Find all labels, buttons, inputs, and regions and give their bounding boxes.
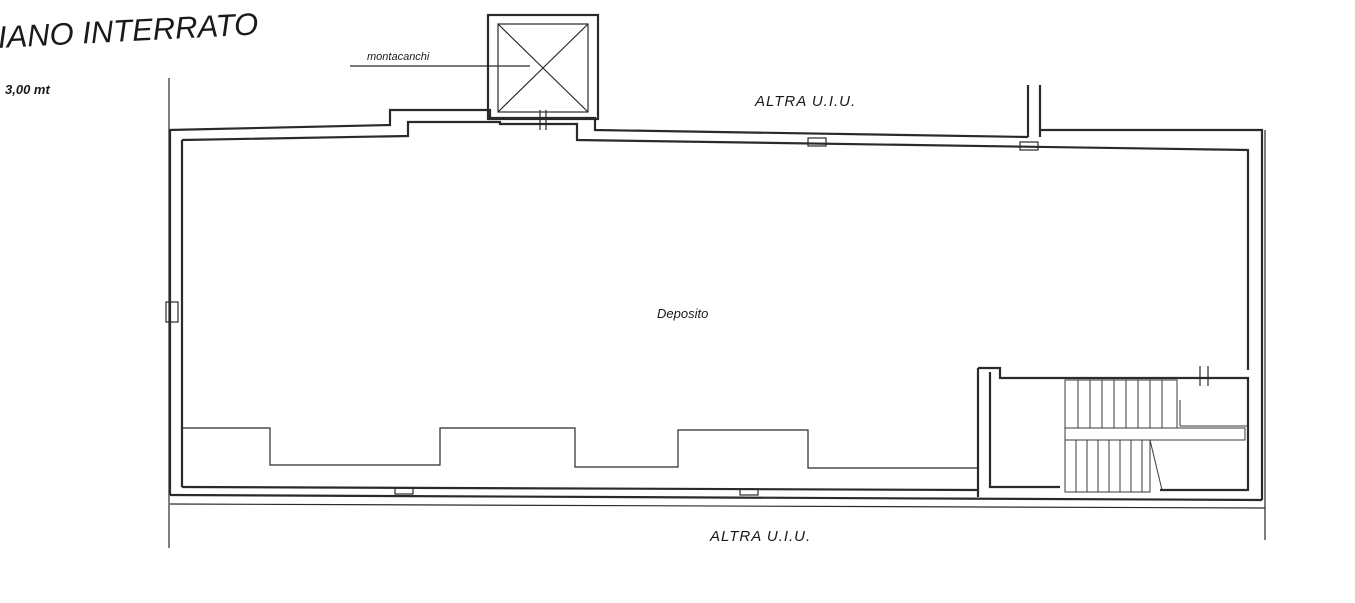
bottom-neighbor-label: ALTRA U.I.U. (709, 528, 811, 545)
wall-markers (394, 137, 1039, 496)
height-label: 3,00 mt (5, 82, 50, 97)
left-window (165, 301, 179, 323)
plan-title: IANO INTERRATO (0, 6, 259, 55)
room-label: Deposito (657, 306, 708, 321)
lift-callout-label: montacanchi (367, 51, 430, 63)
bottom-boundary-line (169, 503, 1266, 509)
inner-wall-top (181, 120, 1250, 370)
lift-shaft (486, 13, 600, 130)
outer-wall-bottom (169, 493, 1263, 502)
outer-wall-top (168, 108, 1264, 500)
stairwell (976, 366, 1250, 497)
stepped-partition (182, 427, 978, 469)
top-neighbor-label: ALTRA U.I.U. (754, 93, 856, 110)
inner-wall-bottom (181, 485, 979, 492)
